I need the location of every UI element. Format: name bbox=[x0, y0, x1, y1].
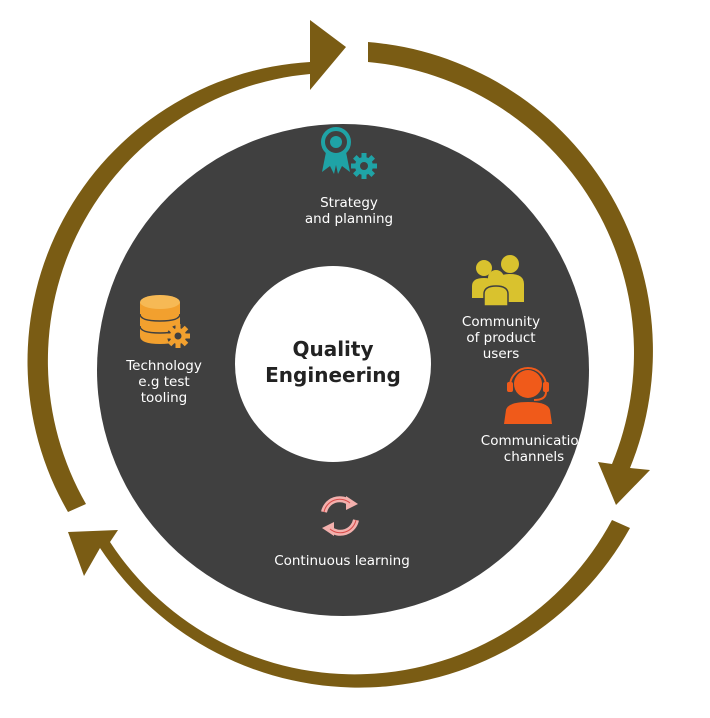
center-circle bbox=[235, 266, 431, 462]
center-title-line2: Engineering bbox=[265, 363, 401, 387]
award-ribbon-gear-icon bbox=[321, 127, 377, 179]
label-technology: Technology e.g test tooling bbox=[112, 358, 216, 406]
label-technology-line1: Technology bbox=[126, 358, 202, 374]
label-community-line2: of product bbox=[466, 330, 536, 346]
cycle-arrows-ring bbox=[27, 20, 653, 688]
label-community-line1: Community bbox=[461, 314, 541, 330]
label-strategy: Strategy and planning bbox=[294, 195, 404, 227]
label-strategy-line1: Strategy bbox=[320, 195, 378, 211]
center-title: Quality Engineering bbox=[238, 336, 428, 388]
label-continuous-learning: Continuous learning bbox=[262, 553, 422, 569]
label-continuous-learning-line1: Continuous learning bbox=[274, 553, 410, 569]
center-title-line1: Quality bbox=[292, 337, 374, 361]
headset-agent-icon bbox=[504, 366, 552, 424]
arrow-segment-right bbox=[368, 42, 653, 505]
label-community-line3: users bbox=[482, 346, 520, 362]
label-community: Community of product users bbox=[446, 314, 556, 362]
label-strategy-line2: and planning bbox=[304, 211, 394, 227]
cycle-arrows-icon bbox=[320, 496, 360, 536]
label-technology-line2: e.g test bbox=[138, 374, 190, 390]
label-communication: Communication channels bbox=[472, 433, 596, 465]
label-communication-line2: channels bbox=[503, 449, 565, 465]
label-technology-line3: tooling bbox=[140, 390, 188, 406]
label-communication-line1: Communication bbox=[480, 433, 588, 449]
community-users-icon bbox=[472, 255, 524, 307]
database-gear-icon bbox=[139, 295, 190, 348]
arrow-segment-top-left bbox=[27, 20, 346, 512]
arrow-segment-bottom bbox=[68, 520, 630, 688]
